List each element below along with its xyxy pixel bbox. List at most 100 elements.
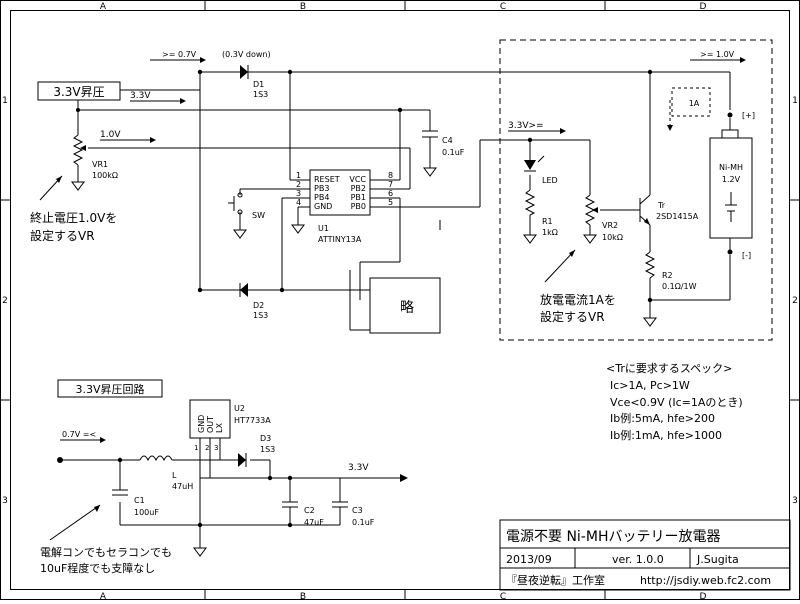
tr-spec-line-5: Ib例:1mA, hfe>1000 [610, 428, 722, 442]
c4-ref: C4 [442, 136, 453, 145]
d2-ref: D2 [253, 301, 264, 310]
label-ge-10v: >= 1.0V [700, 50, 735, 59]
junctions-top [197, 69, 653, 303]
col-label-c: C [500, 2, 506, 12]
u2-pin-num-1: 1 [194, 444, 198, 452]
u1-pin-vcc: VCC [349, 175, 366, 184]
label-1v0: 1.0V [100, 130, 121, 140]
u2-value: HT7733A [234, 416, 271, 425]
u2-pin-gnd: GND [197, 415, 206, 433]
vr1-note: 終止電圧1.0Vを 設定するVR [30, 175, 117, 243]
resistor-r2: R2 0.1Ω/1W [643, 251, 697, 327]
current-arrow: 1A [667, 87, 711, 131]
u1-pin-pb0: PB0 [351, 202, 366, 211]
u1-value: ATTINY13A [318, 235, 362, 244]
u1-pin-pb1: PB1 [351, 193, 366, 202]
url-text: http://jsdiy.web.fc2.com [640, 574, 771, 587]
boost-circuit: 3.3V昇圧回路 0.7V =< 3.3V L 47uH GND OUT LX … [57, 379, 408, 557]
battery-plus: [+] [742, 111, 755, 120]
vr2-note-line-1: 放電電流1Aを [540, 292, 616, 307]
label-diode-drop: (0.3V down) [222, 50, 271, 59]
c1-value: 100uF [134, 508, 159, 517]
led: LED [524, 155, 558, 185]
row-label-1: 1 [2, 96, 8, 106]
pot-vr2: VR2 10kΩ [583, 194, 623, 244]
tr-value: 2SD1415A [656, 212, 699, 221]
tr-spec-line-2: Ic>1A, Pc>1W [610, 379, 690, 392]
discharge-section-outline [499, 39, 773, 341]
u1-pin-num-2: 2 [296, 180, 301, 189]
u1-pin-num-4: 4 [296, 198, 301, 207]
d1-value: 1S3 [253, 90, 268, 99]
u1-pin-num-3: 3 [296, 189, 301, 198]
u1-pin-gnd: GND [314, 202, 332, 211]
l-ref: L [172, 471, 177, 480]
r2-value: 0.1Ω/1W [662, 282, 697, 291]
label-3v3-ge: 3.3V>= [508, 121, 544, 131]
u1-pin-pb2: PB2 [351, 184, 366, 193]
col-label-d: D [700, 2, 707, 12]
d1-ref: D1 [253, 80, 264, 89]
diode-d1: D1 1S3 [240, 65, 268, 99]
c1-ref: C1 [134, 496, 145, 505]
u2-pin-num-3: 3 [214, 444, 218, 452]
vr2-ref: VR2 [602, 221, 618, 230]
col-label-b: B [300, 2, 306, 12]
col-label-a: A [100, 2, 107, 12]
label-3v3: 3.3V [130, 91, 151, 101]
u1-pin-num-5: 5 [388, 198, 393, 207]
u2-pin-num-2: 2 [205, 444, 209, 452]
r1-ref: R1 [542, 217, 553, 226]
title-text: 電源不要 Ni-MHバッテリー放電器 [506, 529, 720, 545]
u1-pin-reset: RESET [314, 175, 340, 184]
capacitor-c4: C4 0.1uF [422, 120, 465, 177]
omitted-label: 略 [400, 300, 414, 316]
date-text: 2013/09 [506, 553, 552, 566]
author-text: J.Sugita [696, 553, 739, 566]
c1-note-line-1: 電解コンでもセラコンでも [40, 545, 172, 559]
voltage-arrows: >= 0.7V (0.3V down) 3.3V 1.0V >= 1.0V 3.… [100, 50, 746, 143]
row-label-1-right: 1 [792, 96, 798, 106]
c4-value: 0.1uF [442, 148, 465, 157]
vr2-value: 10kΩ [602, 233, 623, 242]
d3-value: 1S3 [260, 445, 275, 454]
tr-ref: Tr [657, 201, 666, 210]
l-value: 47uH [172, 482, 193, 491]
col-label-a-bottom: A [100, 592, 107, 600]
tr-spec-line-4: Ib例:5mA, hfe>200 [610, 411, 715, 425]
row-label-2: 2 [2, 296, 8, 306]
vr2-note-line-2: 設定するVR [540, 309, 605, 324]
vr1-note-line-2: 設定するVR [30, 228, 95, 243]
u1-pin-num-7: 7 [388, 180, 393, 189]
battery-value: 1.2V [722, 175, 741, 184]
row-label-3: 3 [2, 496, 8, 506]
c1-note: 電解コンでもセラコンでも 10uF程度でも支障なし [40, 504, 172, 575]
c3-value: 0.1uF [352, 518, 375, 527]
label-ge-07v: >= 0.7V [162, 50, 197, 59]
current-label: 1A [689, 99, 700, 108]
u1-pin-pb4: PB4 [314, 193, 329, 202]
boost-input-label: 0.7V =< [62, 430, 96, 439]
tr-spec: <Trに要求するスペック> Ic>1A, Pc>1W Vce<0.9V (Ic=… [606, 362, 743, 442]
u2-ref: U2 [234, 404, 245, 413]
r1-value: 1kΩ [542, 228, 558, 237]
r2-ref: R2 [662, 271, 673, 280]
transistor-tr: Tr 2SD1415A [639, 194, 699, 226]
row-label-3-right: 3 [792, 496, 798, 506]
row-label-2-right: 2 [792, 296, 798, 306]
boost-module-block: 3.3V昇圧 [37, 81, 121, 101]
d2-value: 1S3 [253, 311, 268, 320]
battery-minus: [-] [742, 251, 751, 260]
u1-ref: U1 [318, 224, 329, 233]
switch-sw: SW [228, 192, 265, 239]
boost-output-label: 3.3V [348, 463, 369, 473]
col-label-b-bottom: B [300, 592, 306, 600]
battery-nimh: [+] Ni-MH 1.2V [-] [709, 111, 755, 260]
u1-pin-num-6: 6 [388, 189, 393, 198]
battery-name: Ni-MH [719, 163, 743, 172]
led-ref: LED [542, 176, 558, 185]
ic-u1: RESET PB3 PB4 GND VCC PB2 PB1 PB0 1 2 3 … [291, 169, 393, 244]
vr1-ref: VR1 [92, 160, 108, 169]
u1-pin-num-8: 8 [388, 171, 393, 180]
u1-pin-pb3: PB3 [314, 184, 329, 193]
